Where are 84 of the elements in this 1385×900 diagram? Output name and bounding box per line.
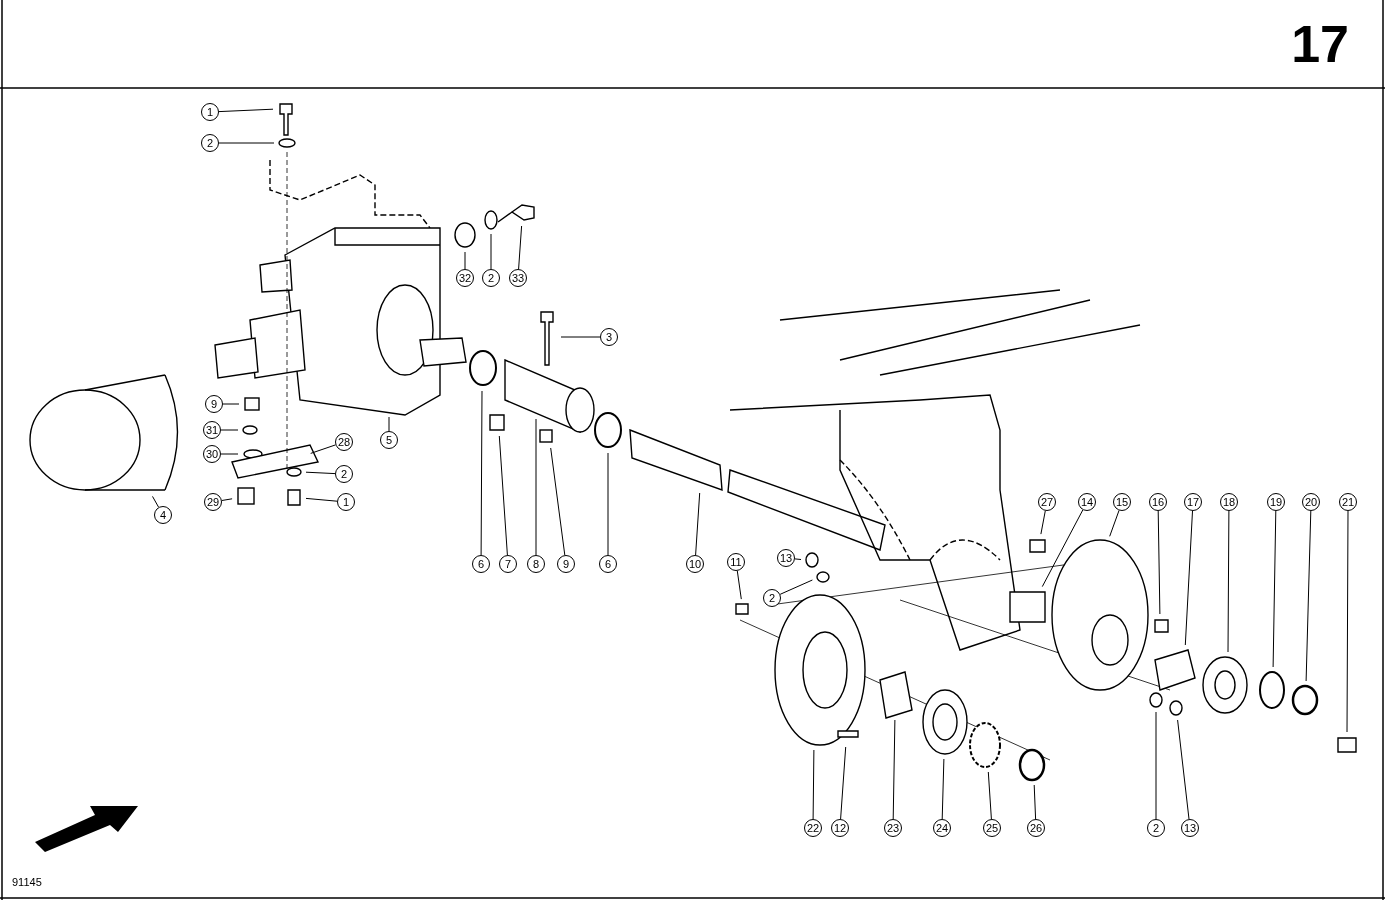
callout-number: 26 xyxy=(1027,819,1045,837)
callout-number: 18 xyxy=(1220,493,1238,511)
callout-number: 12 xyxy=(831,819,849,837)
callout-number: 14 xyxy=(1078,493,1096,511)
leader-line xyxy=(218,108,274,113)
callout-number: 7 xyxy=(499,555,517,573)
leader-line xyxy=(518,225,523,270)
leader-line xyxy=(1155,711,1157,820)
callout-number: 28 xyxy=(335,433,353,451)
callout-number: 27 xyxy=(1038,493,1056,511)
leader-line xyxy=(490,233,492,270)
callout-number: 2 xyxy=(201,134,219,152)
callout-number: 16 xyxy=(1149,493,1167,511)
leader-line xyxy=(1177,719,1190,820)
leader-line xyxy=(305,497,338,502)
callout-number: 17 xyxy=(1184,493,1202,511)
leader-line xyxy=(607,452,609,556)
leader-line xyxy=(1184,510,1193,646)
callout-number: 3 xyxy=(600,328,618,346)
callout-number: 1 xyxy=(337,493,355,511)
leader-line xyxy=(840,746,847,820)
leader-line xyxy=(152,495,160,508)
callout-number: 9 xyxy=(205,395,223,413)
callout-number: 2 xyxy=(482,269,500,287)
callout-number: 20 xyxy=(1302,493,1320,511)
leader-line xyxy=(1157,510,1161,615)
leader-line xyxy=(480,390,483,556)
leader-line xyxy=(779,579,813,595)
leader-line xyxy=(695,492,701,556)
leader-line xyxy=(941,758,945,820)
callout-number: 31 xyxy=(203,421,221,439)
callout-number: 2 xyxy=(335,465,353,483)
callout-number: 10 xyxy=(686,555,704,573)
leader-line xyxy=(1346,510,1349,733)
callout-number: 23 xyxy=(884,819,902,837)
leader-line xyxy=(464,251,466,270)
callout-number: 22 xyxy=(804,819,822,837)
leader-line xyxy=(1040,510,1046,535)
leader-line xyxy=(305,471,336,475)
leader-line xyxy=(1033,784,1037,820)
leader-line xyxy=(892,719,896,820)
drawing-number: 91145 xyxy=(12,876,42,888)
leader-line xyxy=(550,447,566,556)
callout-number: 13 xyxy=(1181,819,1199,837)
leader-line xyxy=(987,771,992,820)
leader-line xyxy=(1272,510,1277,668)
callout-number: 15 xyxy=(1113,493,1131,511)
leader-line xyxy=(1305,510,1312,682)
callout-number: 2 xyxy=(1147,819,1165,837)
leader-line xyxy=(1227,510,1230,653)
callout-number: 29 xyxy=(204,493,222,511)
page-number: 17 xyxy=(1291,14,1349,74)
callout-number: 11 xyxy=(727,553,745,571)
leader-line xyxy=(535,418,537,556)
callout-number: 1 xyxy=(201,103,219,121)
callout-number: 24 xyxy=(933,819,951,837)
leader-line xyxy=(220,429,239,431)
leader-line xyxy=(736,570,742,600)
callout-number: 13 xyxy=(777,549,795,567)
callout-number: 6 xyxy=(599,555,617,573)
leader-line xyxy=(388,416,390,432)
leader-line xyxy=(1109,510,1120,537)
callout-number: 9 xyxy=(557,555,575,573)
leader-line xyxy=(222,403,240,405)
callout-number: 4 xyxy=(154,506,172,524)
callout-number: 5 xyxy=(380,431,398,449)
callout-number: 2 xyxy=(763,589,781,607)
callout-number: 25 xyxy=(983,819,1001,837)
leader-line xyxy=(220,453,239,455)
leader-line xyxy=(218,142,275,144)
callout-number: 32 xyxy=(456,269,474,287)
leader-line xyxy=(498,435,508,556)
callout-number: 21 xyxy=(1339,493,1357,511)
leader-line xyxy=(310,444,336,454)
callout-number: 6 xyxy=(472,555,490,573)
callout-number: 33 xyxy=(509,269,527,287)
leader-line xyxy=(560,336,601,338)
leader-line xyxy=(812,749,815,820)
leader-line xyxy=(794,558,802,560)
leader-line xyxy=(221,498,233,501)
leader-line xyxy=(1041,509,1084,588)
callout-number: 30 xyxy=(203,445,221,463)
callout-number: 19 xyxy=(1267,493,1285,511)
callout-number: 8 xyxy=(527,555,545,573)
